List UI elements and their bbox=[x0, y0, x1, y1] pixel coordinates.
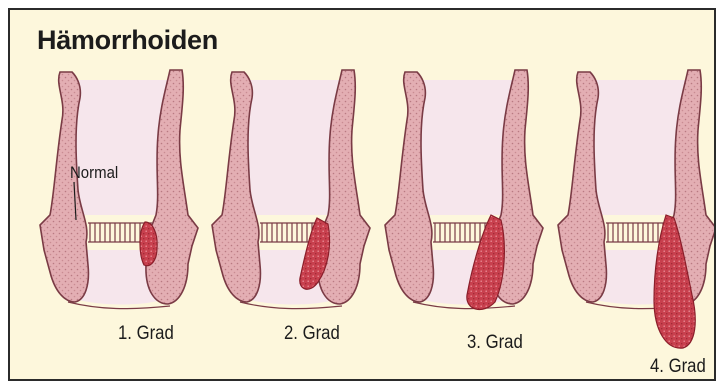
rectum-lumen bbox=[66, 80, 170, 215]
diagram-frame: Hämorrhoiden Normal 1. Grad 2. Grad 3. G… bbox=[8, 8, 716, 381]
hemorrhoid-stages-illustration bbox=[10, 10, 716, 381]
stage-2-label: 2. Grad bbox=[284, 323, 340, 345]
rectum-lumen bbox=[411, 80, 515, 215]
stage-1-label: 1. Grad bbox=[118, 323, 174, 345]
rectum-lumen bbox=[238, 80, 342, 215]
rectum-lumen bbox=[584, 80, 688, 215]
stage-4-section bbox=[558, 70, 716, 348]
normal-label: Normal bbox=[70, 163, 118, 183]
stage-3-label: 3. Grad bbox=[467, 332, 523, 354]
stage-3-section bbox=[385, 70, 543, 309]
stage-2-section bbox=[212, 70, 370, 309]
stage-1-section bbox=[40, 70, 198, 309]
stage-4-label: 4. Grad bbox=[650, 356, 706, 378]
